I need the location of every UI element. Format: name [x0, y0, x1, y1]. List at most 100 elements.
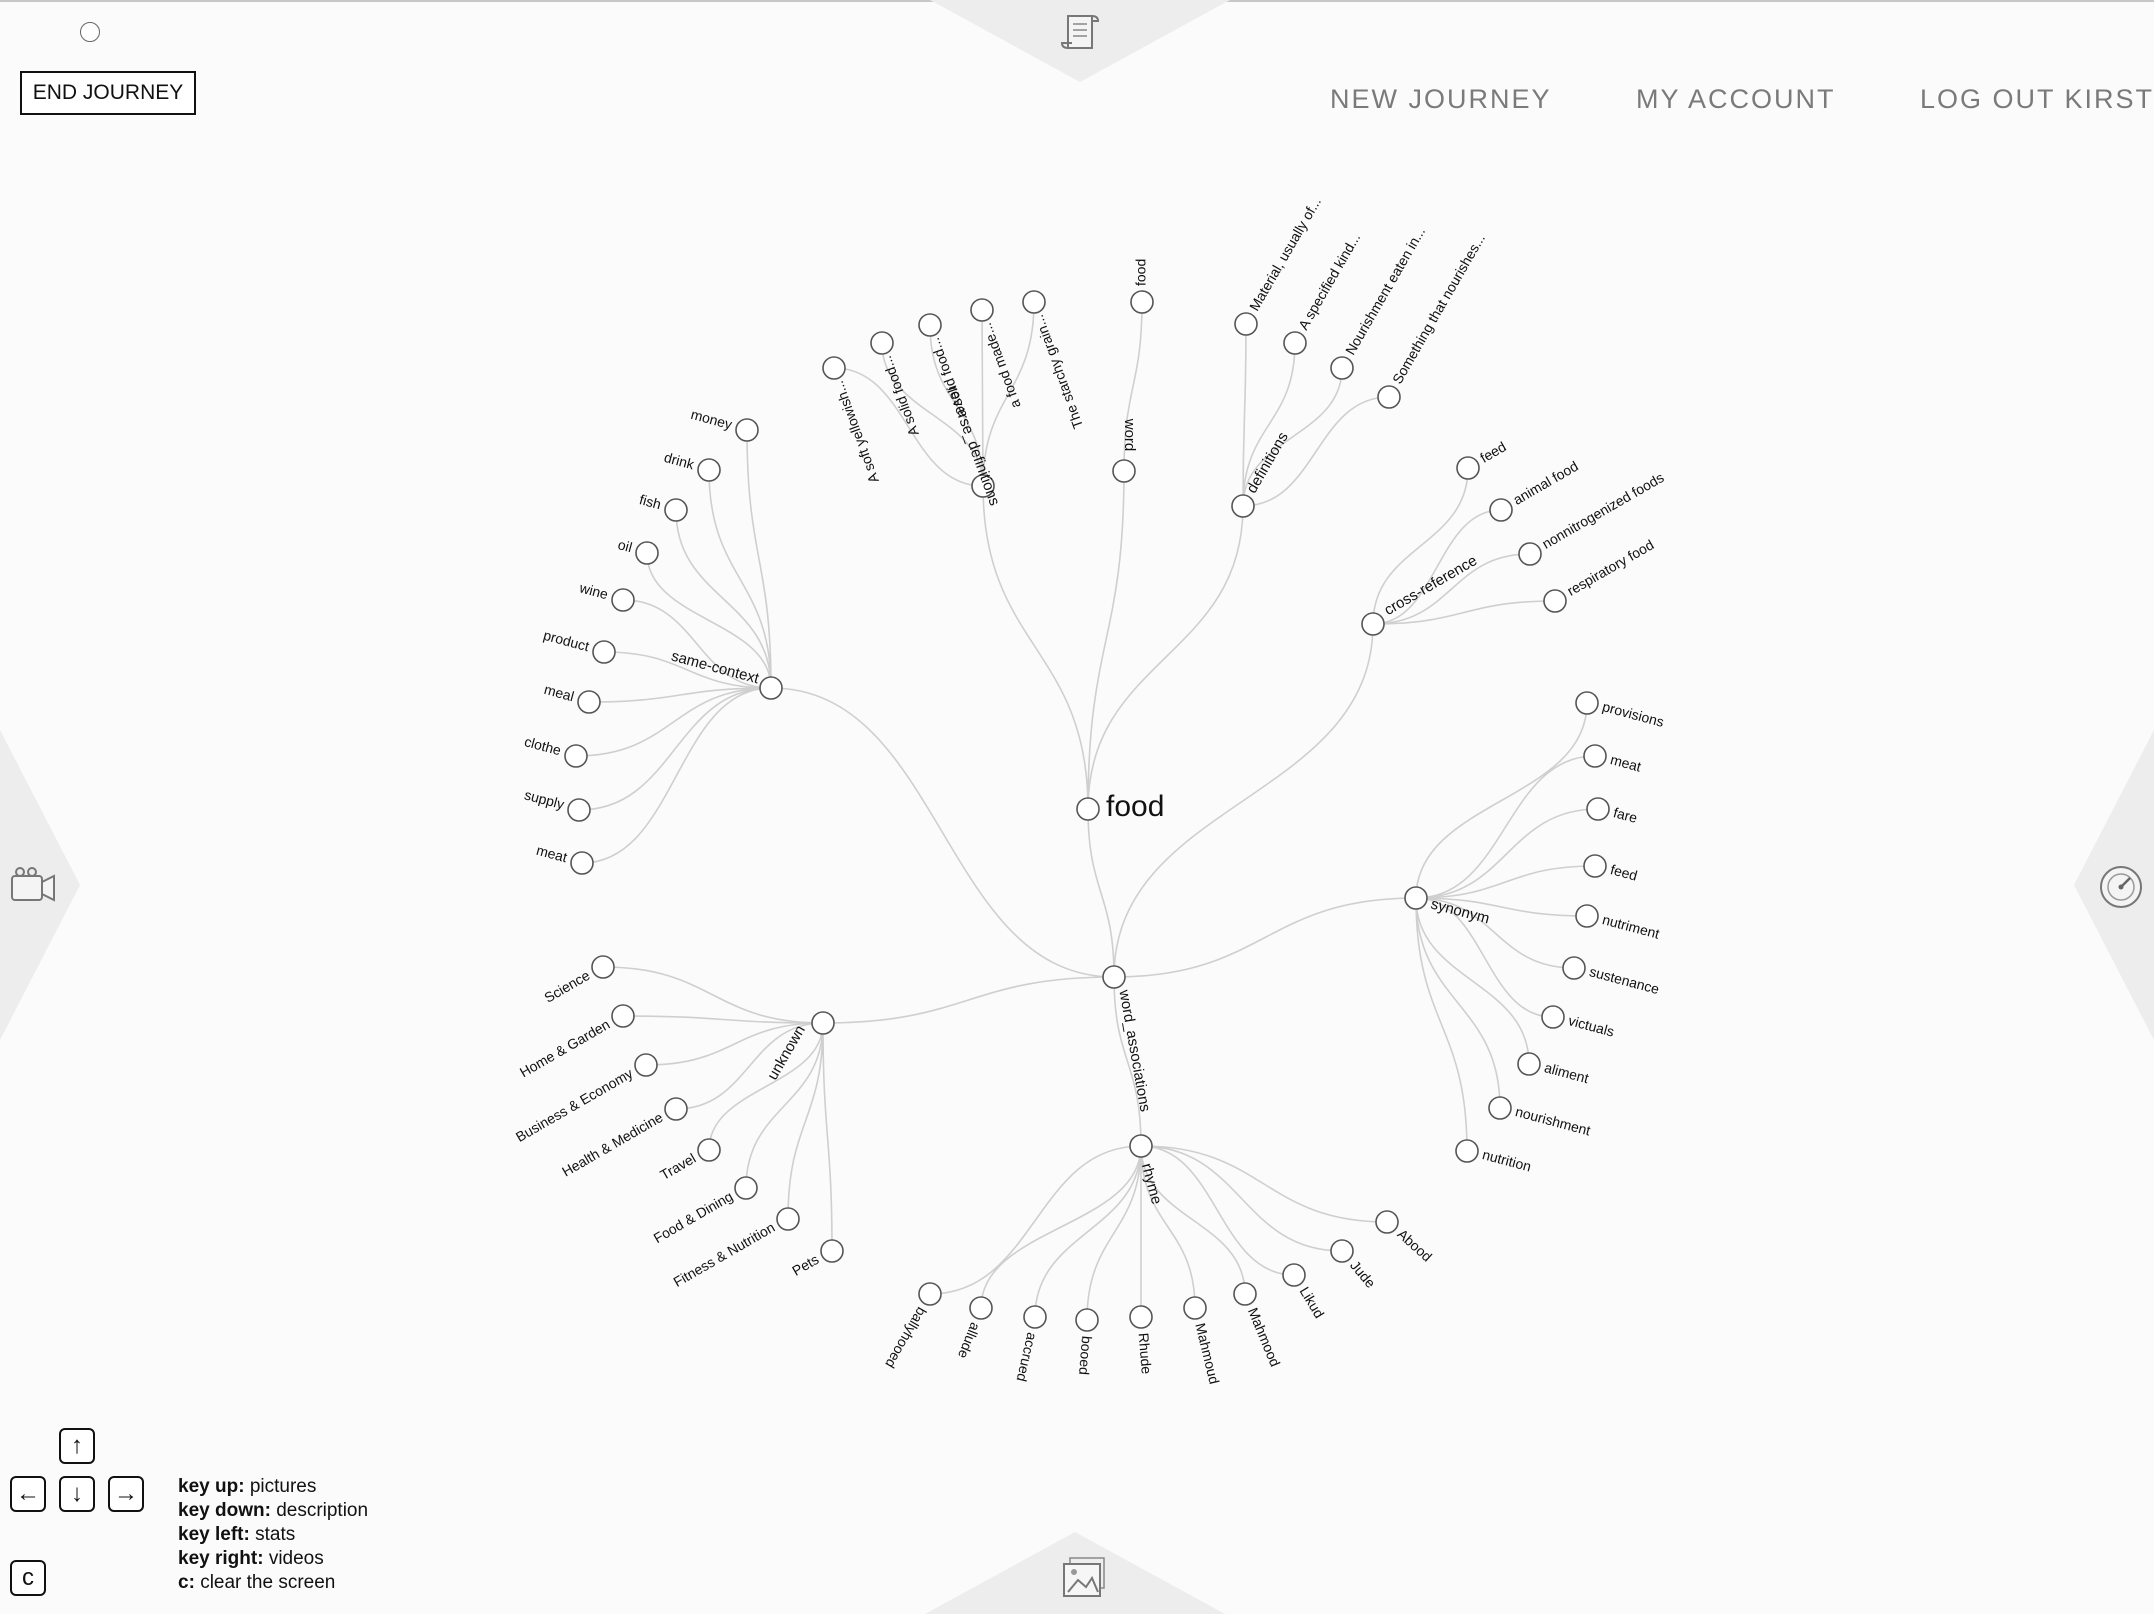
- leaf-node[interactable]: [1456, 456, 1480, 480]
- leaf-node[interactable]: [591, 955, 615, 979]
- leaf-label-travel: Travel: [657, 1150, 698, 1183]
- leaf-node[interactable]: [1283, 331, 1307, 355]
- leaf-node[interactable]: [735, 418, 759, 442]
- leaf-node[interactable]: [820, 1239, 844, 1263]
- leaf-node[interactable]: [634, 1053, 658, 1077]
- leaf-node[interactable]: [697, 1138, 721, 1162]
- link-edge: [1140, 1145, 1388, 1223]
- group-label-word: word: [1121, 418, 1138, 452]
- leaf-node[interactable]: [1517, 1052, 1541, 1076]
- group-node-word[interactable]: [1112, 459, 1136, 483]
- leaf-label-nutrition: nutrition: [1481, 1146, 1533, 1174]
- leaf-node[interactable]: [918, 313, 942, 337]
- link-edge: [708, 469, 772, 689]
- link-edge: [1087, 505, 1244, 810]
- group-node-synonym[interactable]: [1404, 886, 1428, 910]
- leaf-label-a-food-made: a food made...: [978, 321, 1024, 411]
- leaf-node[interactable]: [1234, 312, 1258, 336]
- leaf-node[interactable]: [1518, 542, 1542, 566]
- leaf-node[interactable]: [1583, 744, 1607, 768]
- leaf-node[interactable]: [1377, 385, 1401, 409]
- leaf-node[interactable]: [1129, 1305, 1153, 1329]
- link-edge: [1242, 342, 1296, 507]
- key-up-icon[interactable]: ↑: [59, 1428, 95, 1464]
- key-c-icon[interactable]: c: [10, 1560, 46, 1596]
- leaf-node[interactable]: [564, 744, 588, 768]
- group-node-definitions[interactable]: [1231, 494, 1255, 518]
- group-node-word-associations[interactable]: [1102, 965, 1126, 989]
- leaf-node[interactable]: [1586, 797, 1610, 821]
- leaf-label-ballyhooed: ballyhooed: [882, 1304, 930, 1371]
- legend-action: clear the screen: [200, 1572, 336, 1593]
- leaf-node[interactable]: [1489, 498, 1513, 522]
- key-down-icon[interactable]: ↓: [59, 1476, 95, 1512]
- leaf-node[interactable]: [664, 1097, 688, 1121]
- leaf-node[interactable]: [1330, 356, 1354, 380]
- leaf-node[interactable]: [592, 640, 616, 664]
- end-journey-button[interactable]: END JOURNEY: [20, 71, 196, 115]
- leaf-node[interactable]: [970, 298, 994, 322]
- leaf-node[interactable]: [1022, 290, 1046, 314]
- nav-new-journey[interactable]: NEW JOURNEY: [1330, 84, 1552, 114]
- leaf-node[interactable]: [611, 588, 635, 612]
- leaf-node[interactable]: [570, 851, 594, 875]
- nav-log-out[interactable]: LOG OUT KIRSTEN: [1919, 84, 2154, 114]
- group-node-rhyme[interactable]: [1129, 1134, 1153, 1158]
- leaf-node[interactable]: [1575, 904, 1599, 928]
- group-node-unknown[interactable]: [811, 1011, 835, 1035]
- leaf-node[interactable]: [969, 1296, 993, 1320]
- leaf-node[interactable]: [1023, 1305, 1047, 1329]
- speedometer-icon[interactable]: [2098, 864, 2144, 915]
- legend-action: pictures: [249, 1476, 317, 1497]
- pictures-icon[interactable]: [1060, 1554, 1110, 1607]
- link-edge: [822, 1022, 833, 1252]
- leaf-node[interactable]: [1583, 854, 1607, 878]
- leaf-node[interactable]: [822, 356, 846, 380]
- root-node[interactable]: [1076, 797, 1100, 821]
- key-legend: key up: pictures key down: description k…: [178, 1475, 368, 1595]
- leaf-node[interactable]: [1075, 1308, 1099, 1332]
- group-node-cross-reference[interactable]: [1361, 612, 1385, 636]
- leaf-node[interactable]: [1375, 1210, 1399, 1234]
- legend-key: c:: [178, 1572, 195, 1593]
- leaf-node[interactable]: [1541, 1005, 1565, 1029]
- leaf-node[interactable]: [1282, 1263, 1306, 1287]
- key-right-icon[interactable]: →: [108, 1476, 144, 1512]
- leaf-node[interactable]: [697, 458, 721, 482]
- leaf-node[interactable]: [776, 1207, 800, 1231]
- leaf-node[interactable]: [1233, 1282, 1257, 1306]
- leaf-node[interactable]: [1183, 1296, 1207, 1320]
- leaf-node[interactable]: [567, 798, 591, 822]
- scroll-icon[interactable]: [1058, 10, 1106, 63]
- leaf-node[interactable]: [734, 1176, 758, 1200]
- leaf-node[interactable]: [577, 690, 601, 714]
- leaf-node[interactable]: [1562, 956, 1586, 980]
- leaf-node[interactable]: [1488, 1096, 1512, 1120]
- key-left-icon[interactable]: ←: [10, 1476, 46, 1512]
- leaf-node[interactable]: [635, 541, 659, 565]
- legend-row: key left: stats: [178, 1523, 368, 1547]
- link-edge: [1086, 1145, 1142, 1321]
- leaf-node[interactable]: [870, 331, 894, 355]
- leaf-node[interactable]: [1575, 691, 1599, 715]
- radio-toggle[interactable]: [80, 22, 100, 42]
- leaf-node[interactable]: [1130, 290, 1154, 314]
- leaf-node[interactable]: [1543, 589, 1567, 613]
- link-edge: [1113, 897, 1417, 978]
- leaf-node[interactable]: [1330, 1239, 1354, 1263]
- legend-key: key up:: [178, 1476, 245, 1497]
- leaf-label-science: Science: [541, 967, 592, 1006]
- leaf-node[interactable]: [1455, 1139, 1479, 1163]
- group-node-reverse-definitions[interactable]: [971, 474, 995, 498]
- group-node-same-context[interactable]: [759, 676, 783, 700]
- nav-my-account[interactable]: MY ACCOUNT: [1635, 84, 1836, 114]
- video-camera-icon[interactable]: [8, 866, 60, 913]
- link-edge: [881, 342, 984, 487]
- leaf-node[interactable]: [611, 1004, 635, 1028]
- legend-row: key right: videos: [178, 1547, 368, 1571]
- leaf-node[interactable]: [664, 498, 688, 522]
- leaf-label-likud: Likud: [1297, 1284, 1328, 1321]
- leaf-node[interactable]: [918, 1282, 942, 1306]
- top-navigation: NEW JOURNEY MY ACCOUNT LOG OUT KIRSTEN: [1330, 84, 2154, 115]
